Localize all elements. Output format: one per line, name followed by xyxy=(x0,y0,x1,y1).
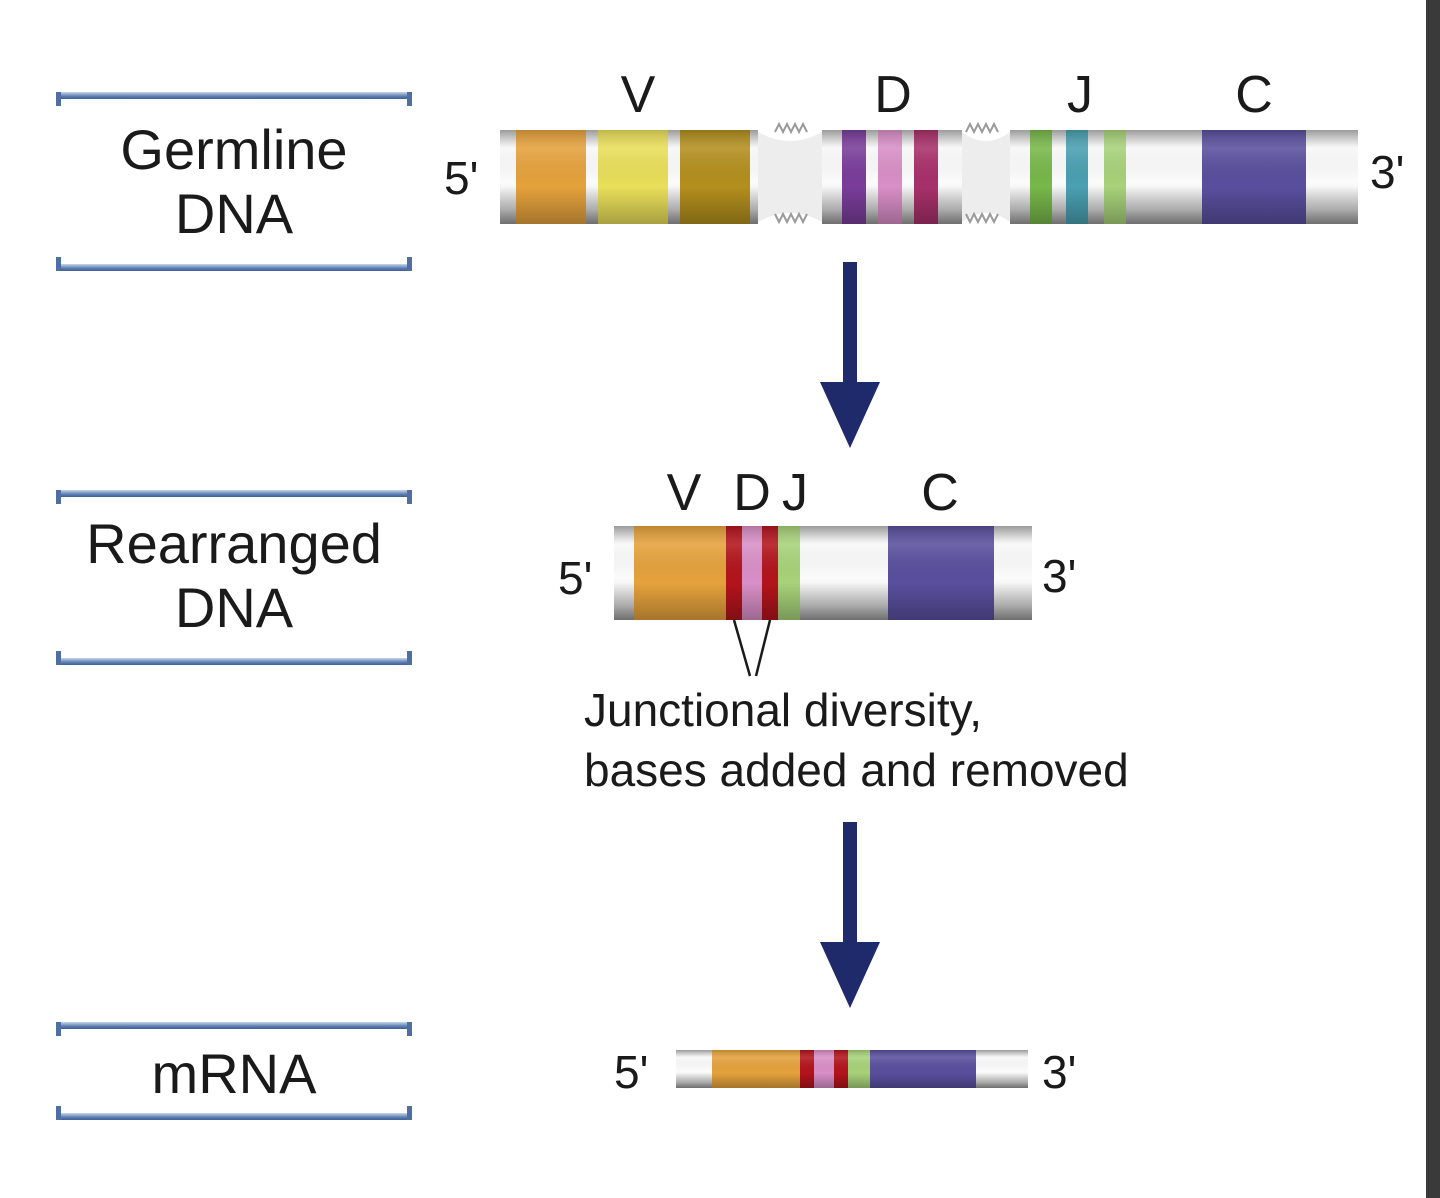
rearranged-bracket-bottom xyxy=(56,651,412,665)
germline-label-line2: DNA xyxy=(174,182,294,245)
germline-break-2 xyxy=(962,132,1010,222)
rearranged-label-line1: Rearranged xyxy=(86,512,382,575)
rearranged-5prime: 5' xyxy=(558,552,592,604)
germline-dna-label: Germline DNA xyxy=(56,118,412,246)
rearranged-bracket-top xyxy=(56,490,412,504)
rearranged-d-label: D xyxy=(733,464,771,522)
rearranged-shade xyxy=(614,526,1032,620)
germline-label-line1: Germline xyxy=(120,118,348,181)
shade-a xyxy=(500,130,758,224)
mrna-bracket-top xyxy=(56,1022,412,1036)
arrow-down-1 xyxy=(820,262,880,448)
germline-dna-strand xyxy=(500,121,1358,225)
arrow-2-shaft xyxy=(843,822,857,952)
germline-bracket-top xyxy=(56,92,412,106)
junction-pointer-2 xyxy=(754,619,772,677)
mrna-5prime: 5' xyxy=(614,1046,648,1098)
mrna-3prime: 3' xyxy=(1042,1046,1076,1098)
mrna-bracket-bottom xyxy=(56,1106,412,1120)
germline-break-1 xyxy=(758,132,822,222)
arrow-down-2 xyxy=(820,822,880,1008)
junctional-diversity-line1: Junctional diversity, xyxy=(584,684,982,736)
mrna-label: mRNA xyxy=(56,1042,412,1106)
break-squiggle-top-2 xyxy=(965,121,999,135)
germline-bracket-bottom xyxy=(56,257,412,271)
germline-d-label: D xyxy=(874,66,912,124)
window-edge xyxy=(1426,0,1440,1198)
break-squiggle-top-1 xyxy=(774,121,808,135)
rearranged-v-label: V xyxy=(667,464,702,522)
mrna-strand xyxy=(676,1050,1028,1088)
break-squiggle-bottom-1 xyxy=(774,211,808,225)
rearranged-dna-label: Rearranged DNA xyxy=(56,512,412,640)
junction-pointer-1 xyxy=(732,619,752,677)
germline-v-label: V xyxy=(621,66,656,124)
rearranged-3prime: 3' xyxy=(1042,550,1076,602)
mrna-label-line1: mRNA xyxy=(151,1042,317,1105)
arrow-1-head xyxy=(820,382,880,448)
rearranged-label-line2: DNA xyxy=(174,576,294,639)
mrna-shade xyxy=(676,1050,1028,1088)
rearranged-j-label: J xyxy=(782,464,808,522)
arrow-2-head xyxy=(820,942,880,1008)
germline-c-label: C xyxy=(1235,66,1273,124)
rearranged-c-label: C xyxy=(921,464,959,522)
junctional-diversity-line2: bases added and removed xyxy=(584,744,1129,796)
break-squiggle-bottom-2 xyxy=(965,211,999,225)
shade-c xyxy=(1010,130,1358,224)
shade-b xyxy=(822,130,962,224)
germline-3prime: 3' xyxy=(1370,146,1404,198)
germline-5prime: 5' xyxy=(444,152,478,204)
arrow-1-shaft xyxy=(843,262,857,392)
germline-j-label: J xyxy=(1067,66,1093,124)
rearranged-dna-strand xyxy=(614,526,1032,620)
